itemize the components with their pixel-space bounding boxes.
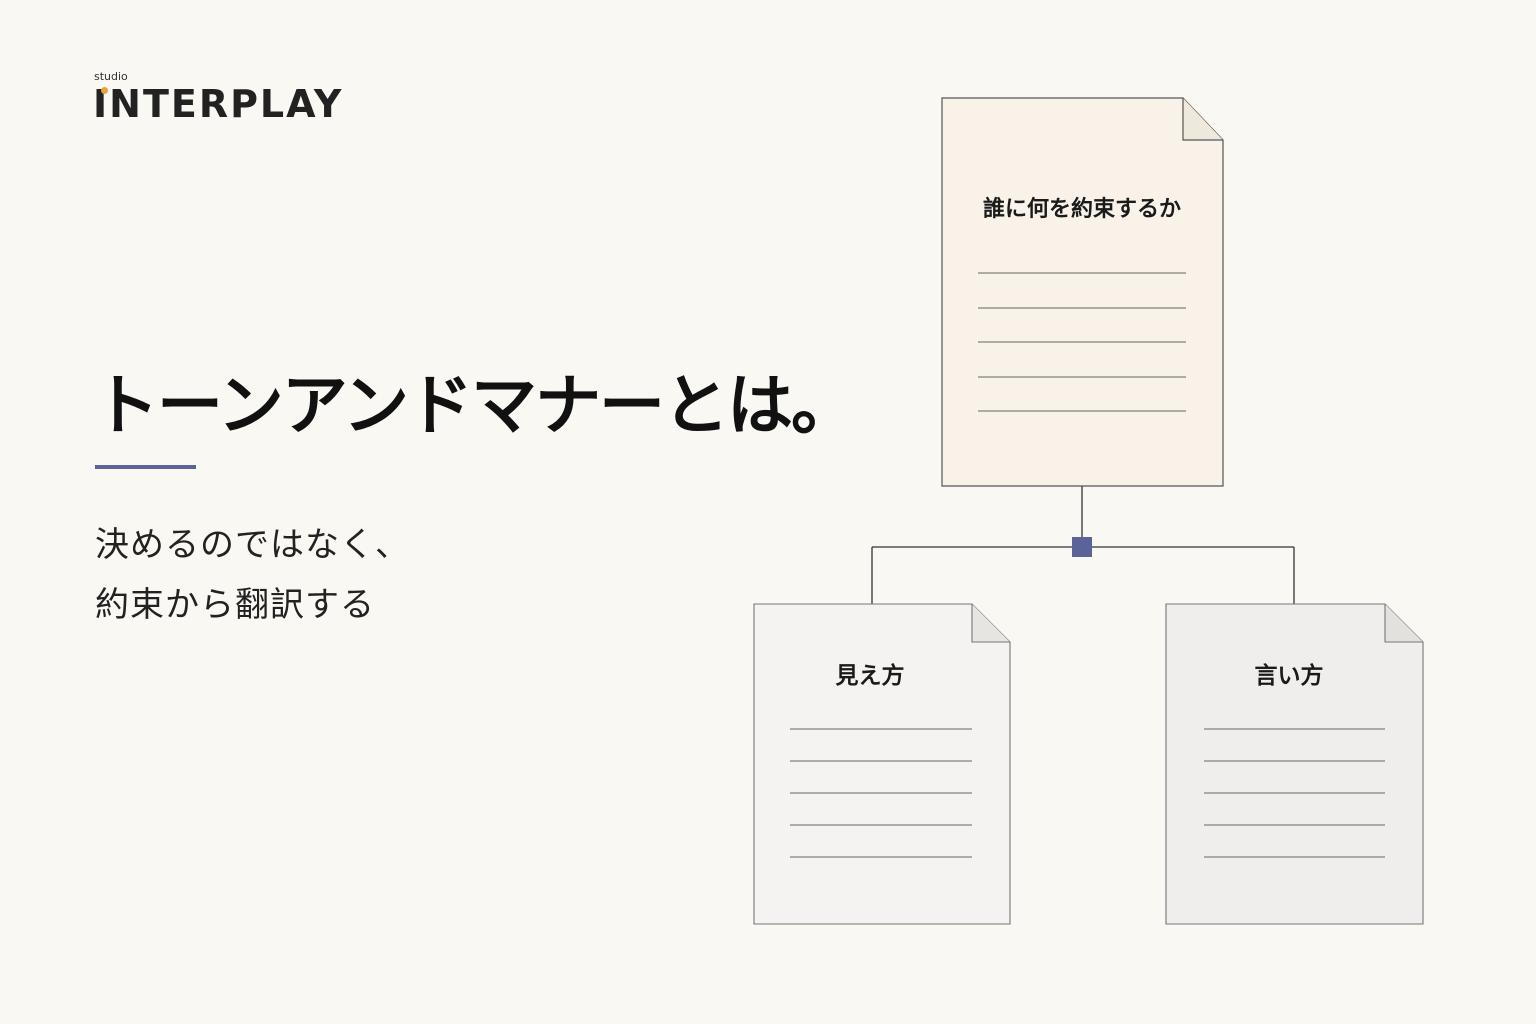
accent-rule xyxy=(95,465,196,469)
root-document-title: 誰に何を約束するか xyxy=(983,196,1181,222)
child-document-right-page xyxy=(1165,603,1424,925)
child-document-right-lines xyxy=(1204,728,1385,858)
brand-logo: studio INTERPLAY xyxy=(93,70,341,130)
brand-name: INTERPLAY xyxy=(93,82,344,126)
root-document-page xyxy=(941,97,1224,487)
child-document-right-title: 言い方 xyxy=(1255,662,1324,689)
subcopy-line-1: 決めるのではなく、 xyxy=(95,525,410,565)
child-document-left-page xyxy=(753,603,1011,925)
brand-prefix: studio xyxy=(94,70,128,83)
child-document-right: 言い方 xyxy=(1165,603,1424,925)
child-document-left: 見え方 xyxy=(753,603,1011,925)
root-document-fold xyxy=(1182,98,1223,141)
brand-accent-dot xyxy=(101,87,108,94)
child-document-left-title: 見え方 xyxy=(836,662,905,689)
page-title: トーンアンドマナーとは。 xyxy=(93,367,857,444)
child-document-left-lines xyxy=(790,728,972,858)
root-document: 誰に何を約束するか xyxy=(941,97,1224,487)
child-document-right-fold xyxy=(1384,604,1423,643)
child-document-left-fold xyxy=(971,604,1010,643)
root-document-lines xyxy=(978,272,1186,412)
connector-junction xyxy=(1072,537,1092,557)
subcopy-line-2: 約束から翻訳する xyxy=(95,585,375,625)
